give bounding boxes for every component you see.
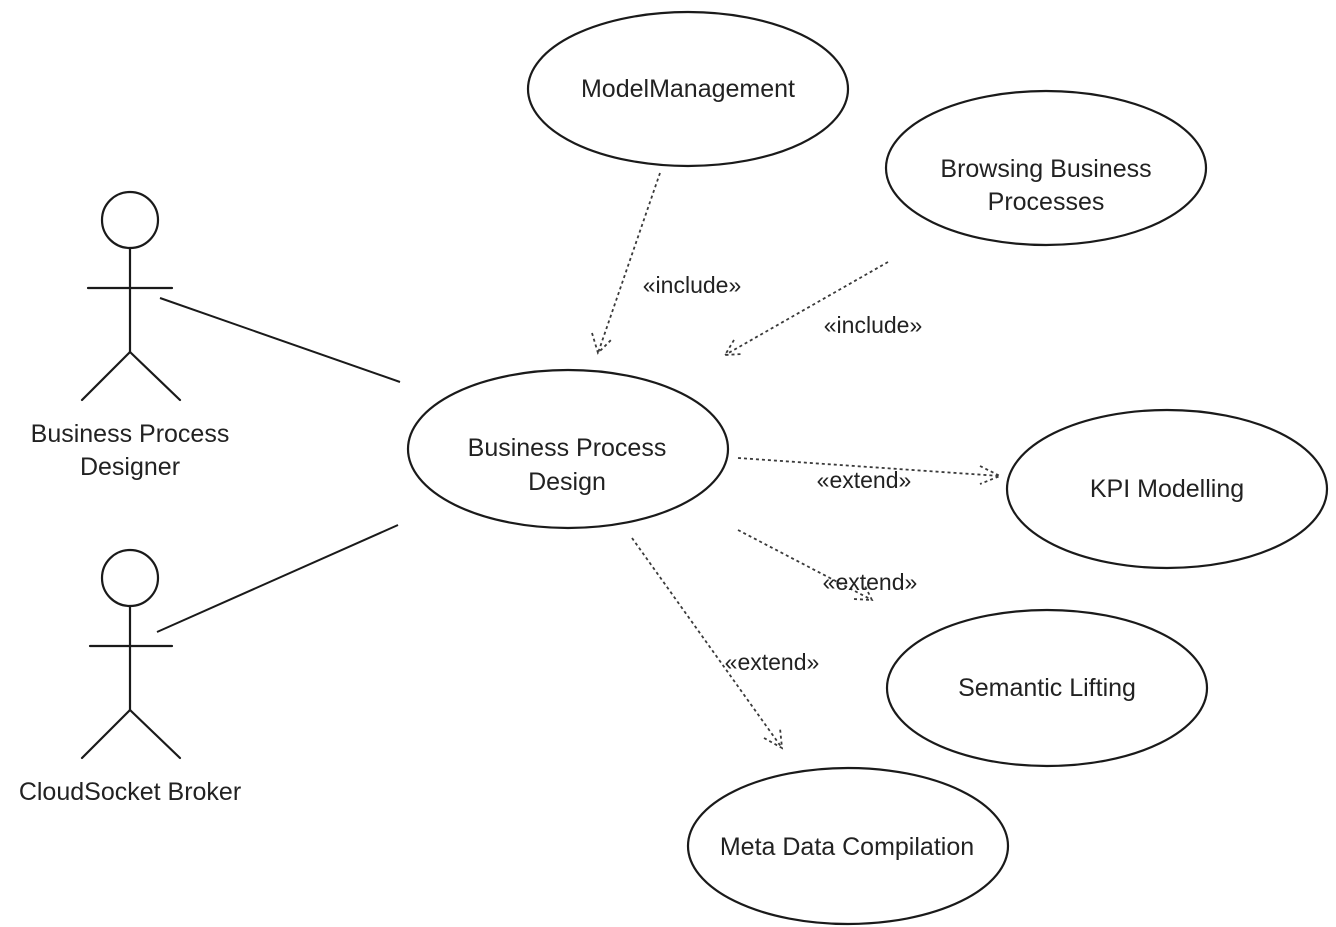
use-case-label-line-1: Browsing Business xyxy=(940,155,1151,183)
include-model-label: «include» xyxy=(643,272,741,298)
actor-right-leg xyxy=(128,708,182,760)
association-broker xyxy=(156,524,399,633)
actor-left-leg xyxy=(80,708,132,760)
actor-label: CloudSocket Broker xyxy=(19,778,241,806)
actor-label-line-1: Business Process xyxy=(31,420,230,448)
extend-kpi-label: «extend» xyxy=(817,467,912,493)
extend-semantic-label: «extend» xyxy=(823,569,918,595)
use-case-ellipse xyxy=(686,766,1010,926)
associations xyxy=(156,297,401,633)
use-case-label-line-2: Design xyxy=(528,468,606,496)
extend-meta-label: «extend» xyxy=(725,649,820,675)
use-case-label: Meta Data Compilation xyxy=(720,833,974,861)
extend-kpi-arrowhead xyxy=(979,465,1003,485)
include-browse-label: «include» xyxy=(824,312,922,338)
use-case-ellipse xyxy=(1005,408,1329,570)
use-case-label-line-2: Processes xyxy=(988,188,1105,216)
dependencies xyxy=(591,172,1003,750)
include-browse-arrowhead xyxy=(723,339,743,356)
actor-business-process-designer: Business Process Designer xyxy=(31,190,230,481)
actor-head xyxy=(100,190,160,250)
use-case-meta-data-compilation: Meta Data Compilation xyxy=(686,766,1010,926)
include-model-line xyxy=(597,172,661,354)
use-case-label: Semantic Lifting xyxy=(958,674,1136,702)
actor-left-leg xyxy=(80,350,132,402)
actor-head xyxy=(100,548,160,608)
use-case-kpi-modelling: KPI Modelling xyxy=(1005,408,1329,570)
actor-label-line-2: Designer xyxy=(80,453,180,481)
extend-semantic-arrowhead xyxy=(853,583,874,601)
extend-meta-line xyxy=(631,537,783,749)
actor-right-leg xyxy=(128,350,182,402)
use-case-ellipse xyxy=(885,608,1209,768)
extend-kpi-line xyxy=(737,457,1001,477)
include-browse-line xyxy=(724,261,889,356)
use-case-ellipse xyxy=(406,368,730,530)
use-case-model-management: ModelManagement xyxy=(526,10,850,168)
use-case-ellipse xyxy=(884,89,1208,247)
actor-cloudsocket-broker: CloudSocket Broker xyxy=(19,548,241,806)
use-case-business-process-design: Business Process Design xyxy=(406,368,730,530)
use-case-semantic-lifting: Semantic Lifting xyxy=(885,608,1209,768)
include-model-arrowhead xyxy=(591,332,613,355)
extend-meta-arrowhead xyxy=(763,727,784,750)
extend-semantic-line xyxy=(737,529,873,601)
use-case-label: ModelManagement xyxy=(581,75,795,103)
use-case-label-line-1: Business Process xyxy=(468,434,667,462)
use-case-browsing-business-processes: Browsing Business Processes xyxy=(884,89,1208,247)
use-case-label: KPI Modelling xyxy=(1090,475,1244,503)
stereotype-labels: «include» «include» «extend» «extend» «e… xyxy=(643,272,922,675)
association-designer xyxy=(159,297,401,383)
use-case-ellipse xyxy=(526,10,850,168)
